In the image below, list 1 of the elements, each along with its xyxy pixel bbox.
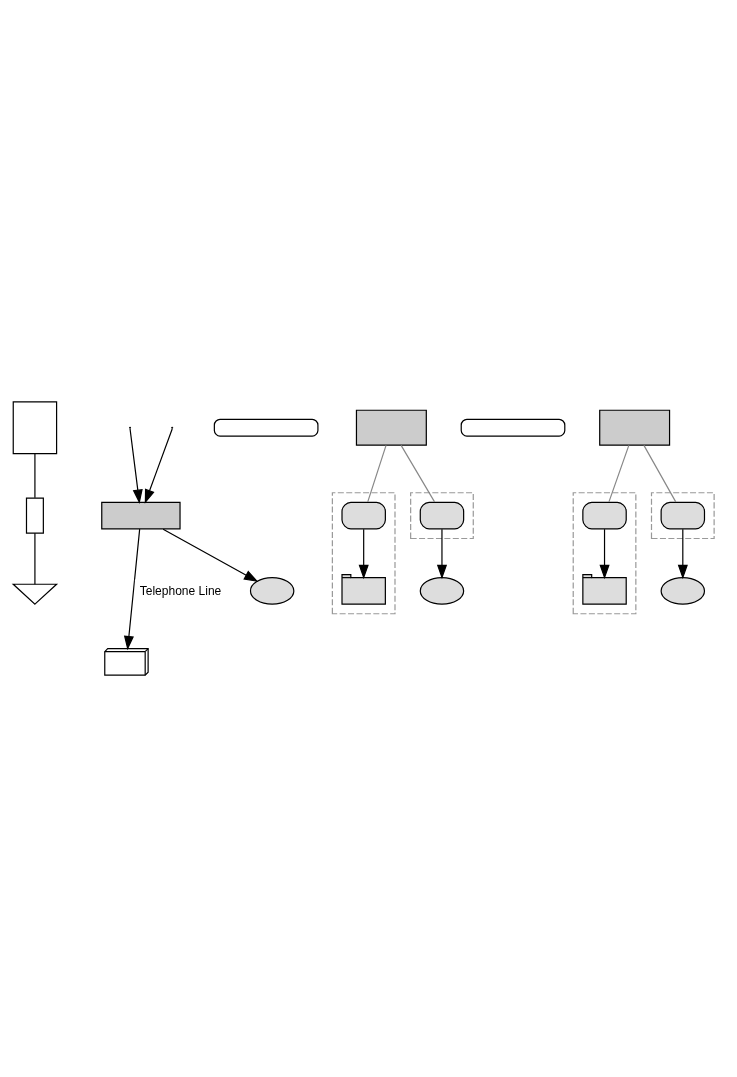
edge-label: Telephone Line [139,583,222,598]
